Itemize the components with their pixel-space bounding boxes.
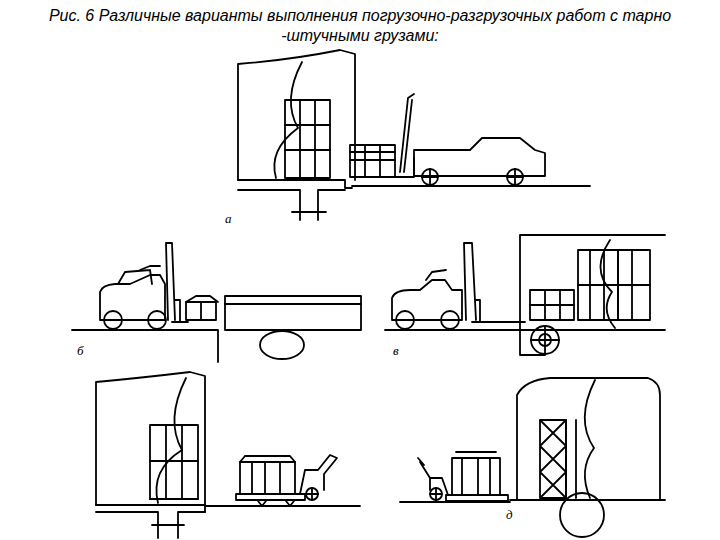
panel-letter: д — [505, 508, 514, 522]
panel-v — [385, 235, 665, 355]
panel-letter: а — [224, 212, 233, 226]
panel-g — [96, 372, 360, 538]
figure-title: Рис. 6 Различные варианты выполнения пог… — [10, 6, 710, 46]
panel-letter: в — [392, 344, 400, 358]
panel-d — [400, 378, 665, 537]
panel-letter: б — [76, 344, 85, 358]
panel-b — [72, 243, 361, 362]
panel-a — [238, 50, 590, 220]
